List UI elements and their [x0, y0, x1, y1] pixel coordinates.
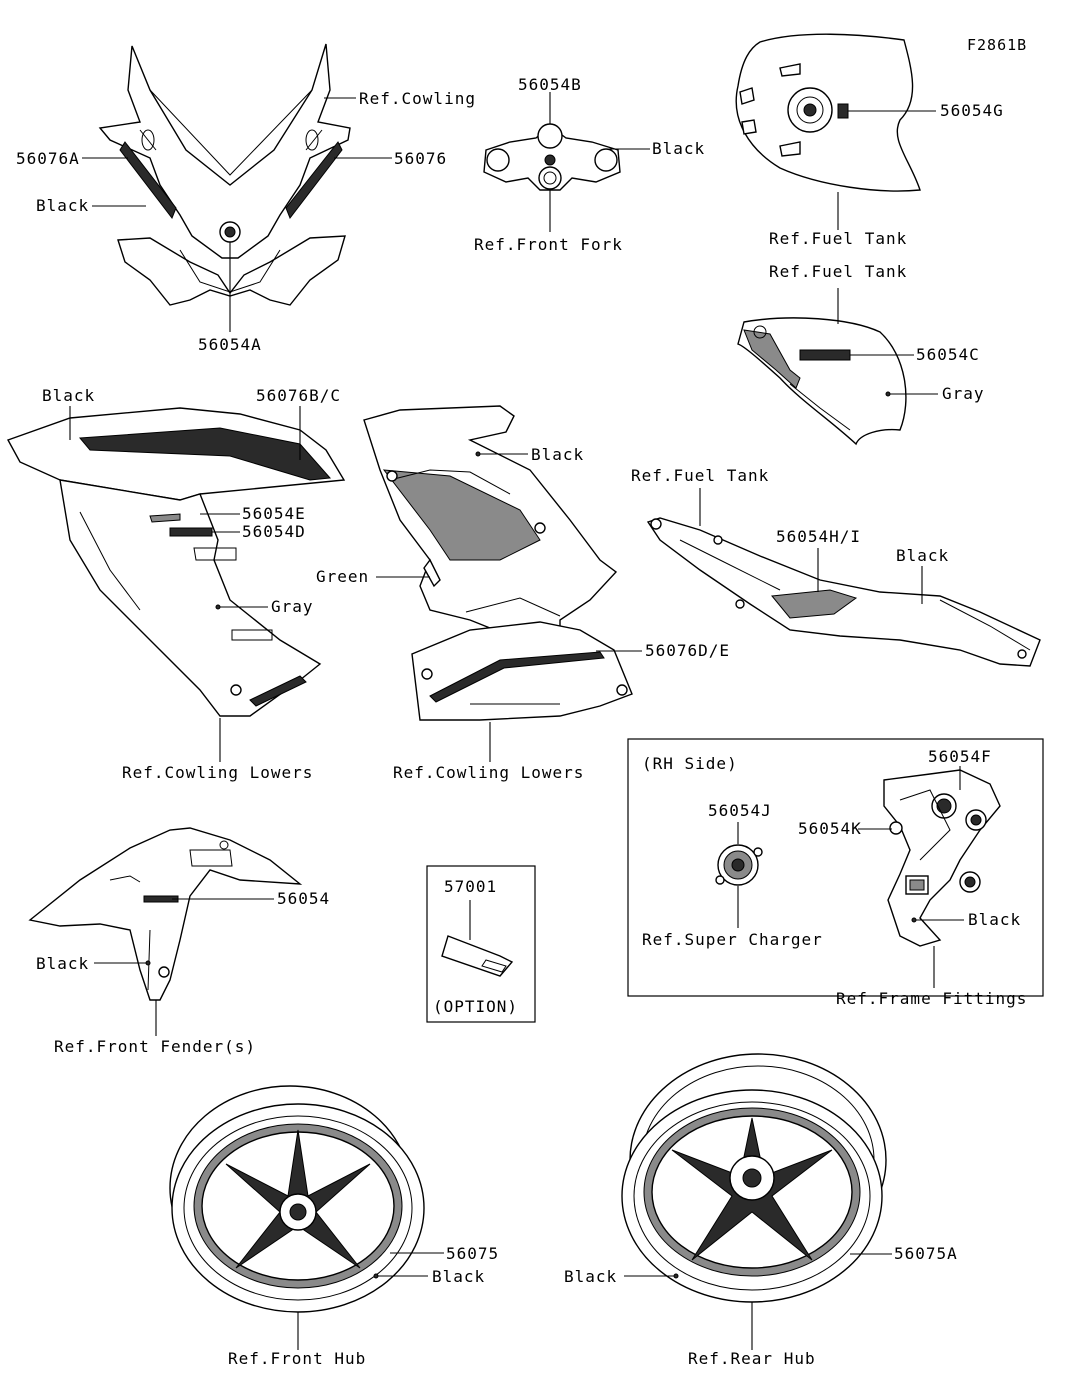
option-box [426, 865, 536, 1023]
label-ref-front-fender: Ref.Front Fender(s) [54, 1037, 257, 1056]
label-color-black-rear-wheel: Black [564, 1267, 618, 1286]
label-ref-front-hub: Ref.Front Hub [228, 1349, 367, 1368]
label-part-56054C: 56054C [916, 345, 980, 364]
label-color-black-front-wheel: Black [432, 1267, 486, 1286]
label-part-56054D: 56054D [242, 522, 306, 541]
center-cowling-lower-drawing [363, 405, 633, 721]
label-part-56076A: 56076A [16, 149, 80, 168]
label-part-56054F: 56054F [928, 747, 992, 766]
label-ref-front-fork: Ref.Front Fork [474, 235, 623, 254]
fuel-tank-side-drawing [737, 317, 907, 446]
rh-side-title: (RH Side) [642, 754, 738, 773]
color-point-dot [373, 1273, 379, 1279]
label-ref-fuel-tank-side: Ref.Fuel Tank [769, 262, 908, 281]
label-ref-fuel-tank-top: Ref.Fuel Tank [769, 229, 908, 248]
color-point-dot [673, 1273, 679, 1279]
color-point-dot [145, 960, 151, 966]
label-part-56054: 56054 [277, 889, 331, 908]
label-color-green: Green [316, 567, 370, 586]
label-color-black-cover: Black [896, 546, 950, 565]
label-color-black-fork: Black [652, 139, 706, 158]
tank-side-cover-drawing [646, 517, 1041, 667]
label-part-56054J: 56054J [708, 801, 772, 820]
label-part-56076DE: 56076D/E [645, 641, 731, 660]
color-point-dot [475, 451, 481, 457]
option-decal-drawing [441, 935, 514, 977]
label-color-black-fender: Black [36, 954, 90, 973]
rear-wheel-drawing [621, 1053, 887, 1303]
label-part-56075A: 56075A [894, 1244, 958, 1263]
color-point-dot [215, 604, 221, 610]
label-part-56054K: 56054K [798, 819, 862, 838]
label-color-black-cowling: Black [36, 196, 90, 215]
label-part-56054G: 56054G [940, 101, 1004, 120]
color-point-dot [911, 917, 917, 923]
label-color-black-left-lower: Black [42, 386, 96, 405]
label-color-black-frame: Black [968, 910, 1022, 929]
fuel-tank-top-drawing [735, 33, 921, 192]
label-ref-cowling: Ref.Cowling [359, 89, 476, 108]
label-ref-super-charger: Ref.Super Charger [642, 930, 823, 949]
rh-side-box [627, 738, 1044, 997]
label-part-56075: 56075 [446, 1244, 500, 1263]
label-color-gray-tank: Gray [942, 384, 985, 403]
label-color-gray-left-lower: Gray [271, 597, 314, 616]
left-cowling-lower-drawing [6, 407, 346, 717]
label-option: (OPTION) [433, 997, 519, 1016]
label-ref-rear-hub: Ref.Rear Hub [688, 1349, 816, 1368]
color-point-dot [885, 391, 891, 397]
label-part-56054B: 56054B [518, 75, 582, 94]
figure-code: F2861B [967, 36, 1028, 54]
label-part-56076BC: 56076B/C [256, 386, 342, 405]
frame-fittings-drawing [883, 769, 1001, 947]
label-ref-fuel-tank-cover: Ref.Fuel Tank [631, 466, 770, 485]
label-part-56076: 56076 [394, 149, 448, 168]
label-ref-cowling-lowers-left: Ref.Cowling Lowers [122, 763, 314, 782]
front-fork-bridge-drawing [483, 123, 621, 191]
label-color-black-center-lower: Black [531, 445, 585, 464]
label-part-56054HI: 56054H/I [776, 527, 862, 546]
super-charger-drawing [715, 844, 763, 886]
front-wheel-drawing [169, 1085, 425, 1313]
label-ref-cowling-lowers-center: Ref.Cowling Lowers [393, 763, 585, 782]
label-part-56054A: 56054A [198, 335, 262, 354]
label-part-56054E: 56054E [242, 504, 306, 523]
front-fender-drawing [28, 827, 303, 1001]
upper-cowling-drawing [98, 43, 351, 306]
label-part-57001: 57001 [444, 877, 498, 896]
label-ref-frame-fittings: Ref.Frame Fittings [836, 989, 1028, 1008]
